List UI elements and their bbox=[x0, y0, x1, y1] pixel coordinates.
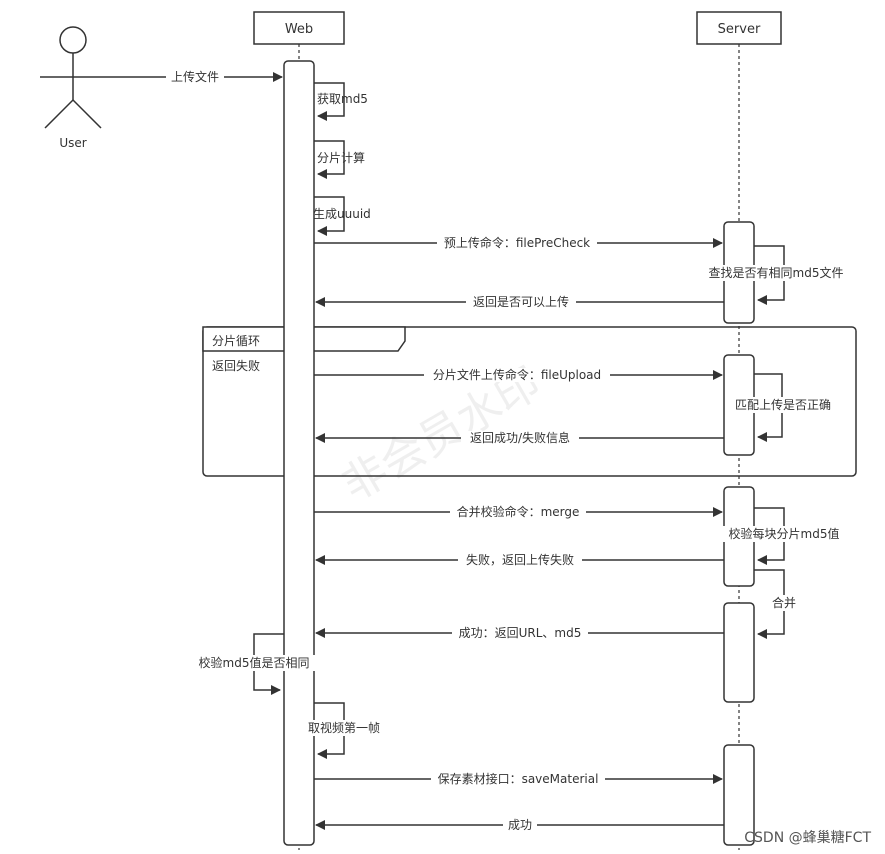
server-header-label: Server bbox=[718, 22, 761, 37]
loop-frame bbox=[202, 326, 857, 477]
actor-head bbox=[59, 26, 87, 54]
message-label: 获取md5 bbox=[317, 92, 368, 106]
message-file-upload: 分片文件上传命令：fileUpload bbox=[314, 367, 723, 382]
message-success-fail-reply: 返回成功/失败信息 bbox=[315, 430, 724, 445]
message-label: 分片计算 bbox=[317, 150, 365, 165]
message-label: 预上传命令：filePreCheck bbox=[444, 235, 590, 250]
self-message-verify-upload: 匹配上传是否正确 bbox=[728, 373, 838, 442]
actor-user: User bbox=[40, 26, 106, 150]
message-can-upload-reply: 返回是否可以上传 bbox=[315, 294, 724, 309]
message-label: 上传文件 bbox=[171, 69, 219, 84]
self-message-first-frame: 取视频第一帧 bbox=[304, 702, 384, 759]
server-activation-save bbox=[723, 744, 755, 846]
self-message-chunk-calc: 分片计算 bbox=[314, 140, 365, 179]
message-label: 合并校验命令：merge bbox=[457, 504, 580, 519]
self-message-merge: 合并 bbox=[754, 569, 798, 639]
self-message-get-md5: 获取md5 bbox=[314, 82, 368, 121]
message-label: 分片文件上传命令：fileUpload bbox=[433, 367, 601, 382]
message-label: 保存素材接口：saveMaterial bbox=[438, 771, 599, 786]
message-label: 匹配上传是否正确 bbox=[735, 397, 831, 412]
participant-web: Web bbox=[253, 11, 345, 45]
message-label: 取视频第一帧 bbox=[308, 720, 380, 735]
message-label: 校验md5值是否相同 bbox=[199, 655, 310, 670]
message-save-material: 保存素材接口：saveMaterial bbox=[314, 771, 723, 786]
message-merge: 合并校验命令：merge bbox=[314, 504, 723, 519]
message-label: 生成uuuid bbox=[313, 207, 371, 221]
self-message-find-same-md5: 查找是否有相同md5文件 bbox=[698, 245, 854, 305]
message-label: 合并 bbox=[772, 595, 796, 610]
message-label: 校验每块分片md5值 bbox=[729, 526, 840, 541]
message-final-success: 成功 bbox=[315, 818, 724, 832]
self-message-generate-uuid: 生成uuuid bbox=[313, 196, 371, 236]
server-activation-merge-result bbox=[723, 602, 755, 703]
message-fail-reply: 失败，返回上传失败 bbox=[315, 552, 724, 567]
message-label: 返回成功/失败信息 bbox=[470, 430, 570, 445]
loop-title: 分片循环 bbox=[212, 334, 260, 348]
message-label: 成功 bbox=[508, 818, 532, 832]
message-upload-file: 上传文件 bbox=[106, 69, 283, 84]
web-header-label: Web bbox=[285, 22, 313, 37]
actor-label: User bbox=[59, 136, 86, 150]
loop-guard: 返回失败 bbox=[212, 358, 260, 373]
message-label: 失败，返回上传失败 bbox=[466, 552, 574, 567]
message-label: 返回是否可以上传 bbox=[473, 294, 569, 309]
message-label: 查找是否有相同md5文件 bbox=[709, 265, 844, 280]
actor-leg-right bbox=[72, 99, 102, 129]
web-activation-bar bbox=[283, 60, 315, 846]
credit-text: CSDN @蜂巢糖FCT bbox=[744, 830, 871, 846]
self-message-verify-chunk-md5: 校验每块分片md5值 bbox=[722, 507, 846, 565]
message-pre-check: 预上传命令：filePreCheck bbox=[314, 235, 723, 250]
message-success-url-reply: 成功：返回URL、md5 bbox=[315, 626, 724, 640]
message-label: 成功：返回URL、md5 bbox=[459, 626, 582, 640]
web-header-box bbox=[253, 11, 345, 45]
participant-server: Server bbox=[696, 11, 782, 45]
actor-leg-left bbox=[44, 99, 74, 129]
self-message-verify-md5-equal: 校验md5值是否相同 bbox=[186, 633, 322, 695]
